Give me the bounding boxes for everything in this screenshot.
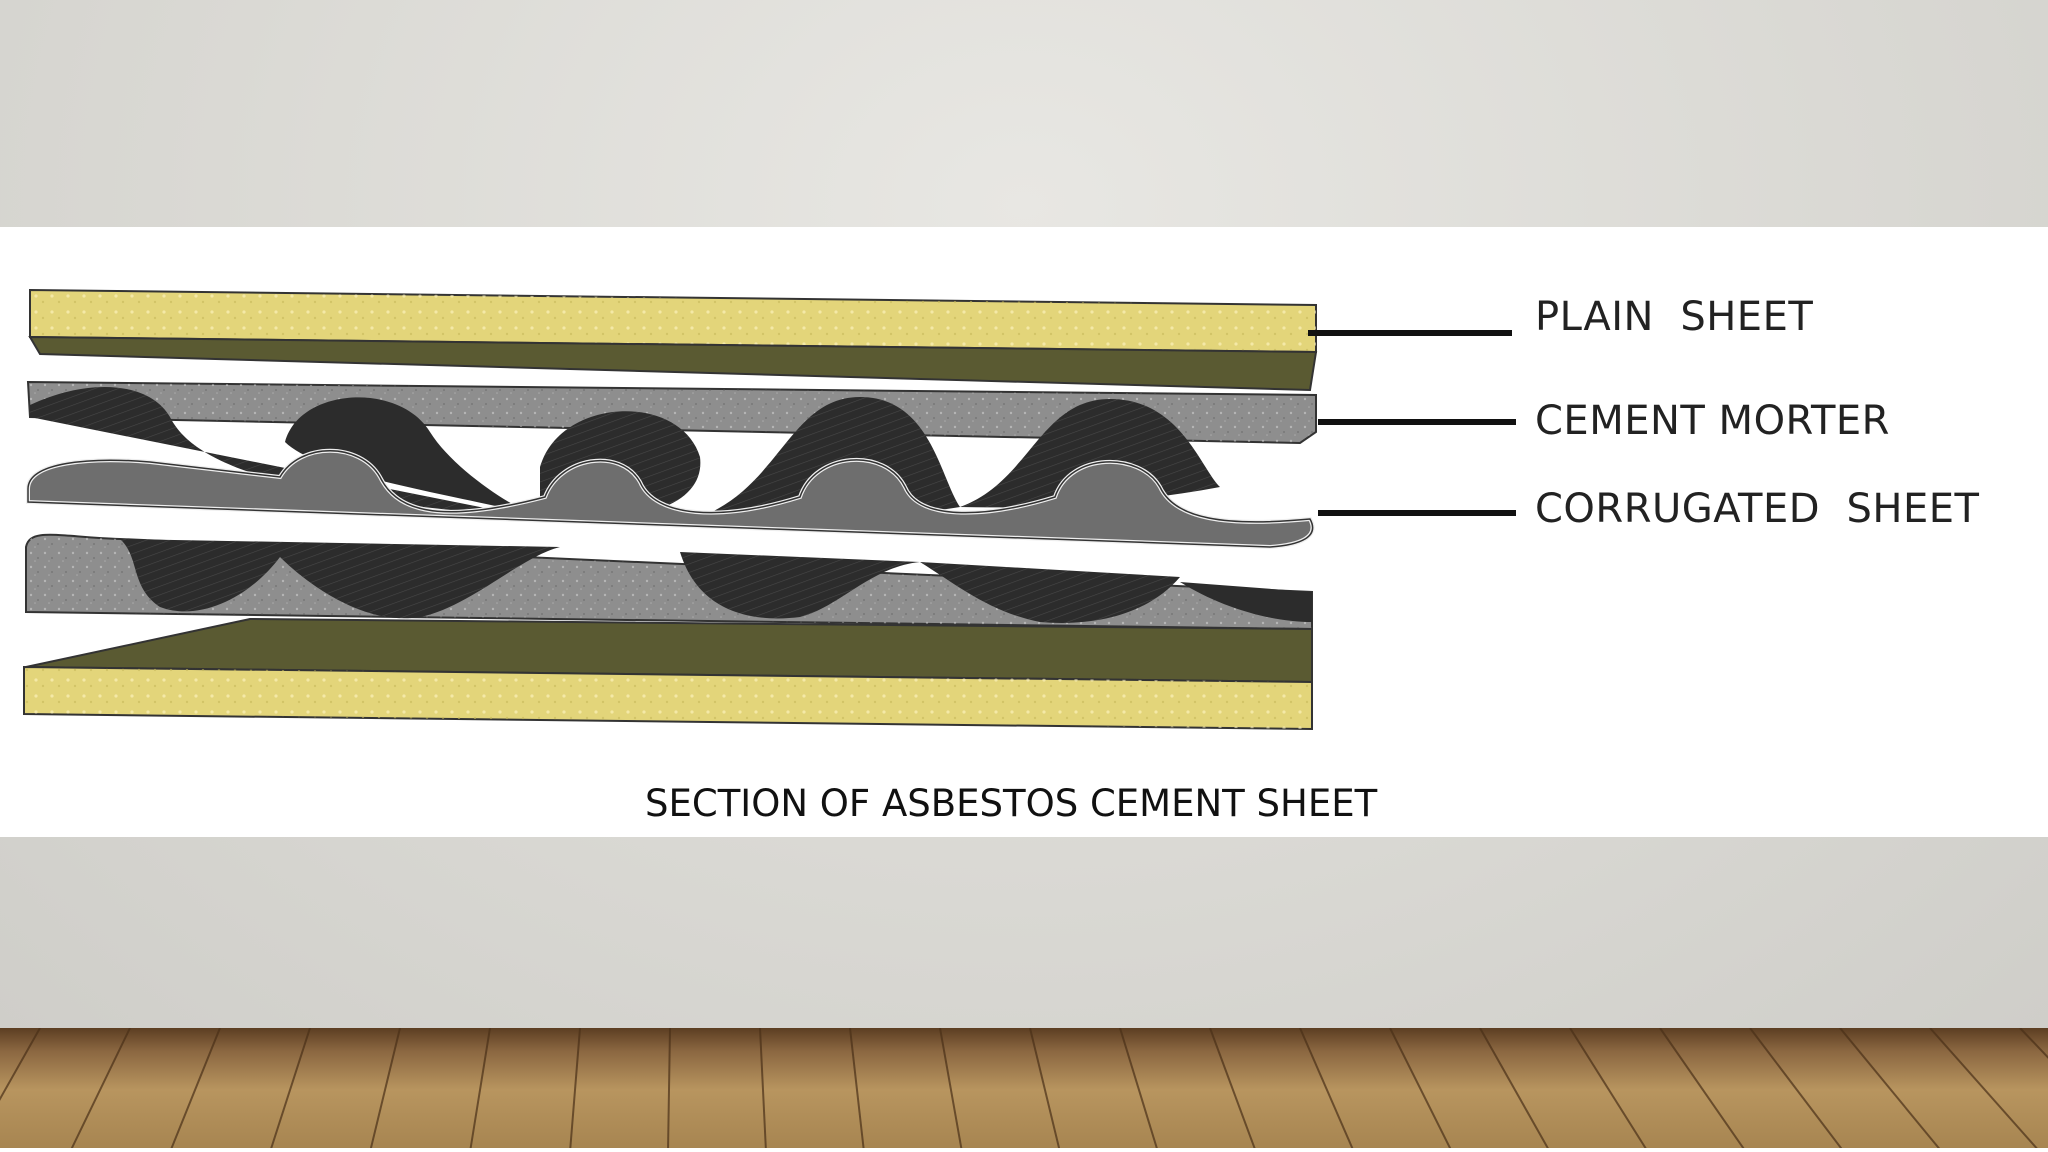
upper-cement-morter-layer [26, 380, 1317, 519]
floor-edge [0, 1148, 2048, 1152]
corrugated-sheet-label: CORRUGATED SHEET [1535, 486, 1980, 532]
bottom-plain-sheet [23, 617, 1313, 731]
plain-sheet-label: PLAIN SHEET [1535, 294, 1814, 340]
diagram-caption: SECTION OF ASBESTOS CEMENT SHEET [645, 782, 1378, 825]
diagram-panel: PLAIN SHEET CEMENT MORTER CORRUGATED SHE… [0, 227, 2048, 837]
wooden-floor [0, 1028, 2048, 1152]
lower-cement-morter-layer [25, 527, 1313, 631]
cement-morter-label: CEMENT MORTER [1535, 398, 1890, 444]
top-plain-sheet [28, 288, 1318, 392]
corrugated-sheet [26, 448, 1315, 550]
asbestos-sheet-section-diagram [23, 288, 1516, 731]
floor-planks [0, 1028, 2048, 1152]
